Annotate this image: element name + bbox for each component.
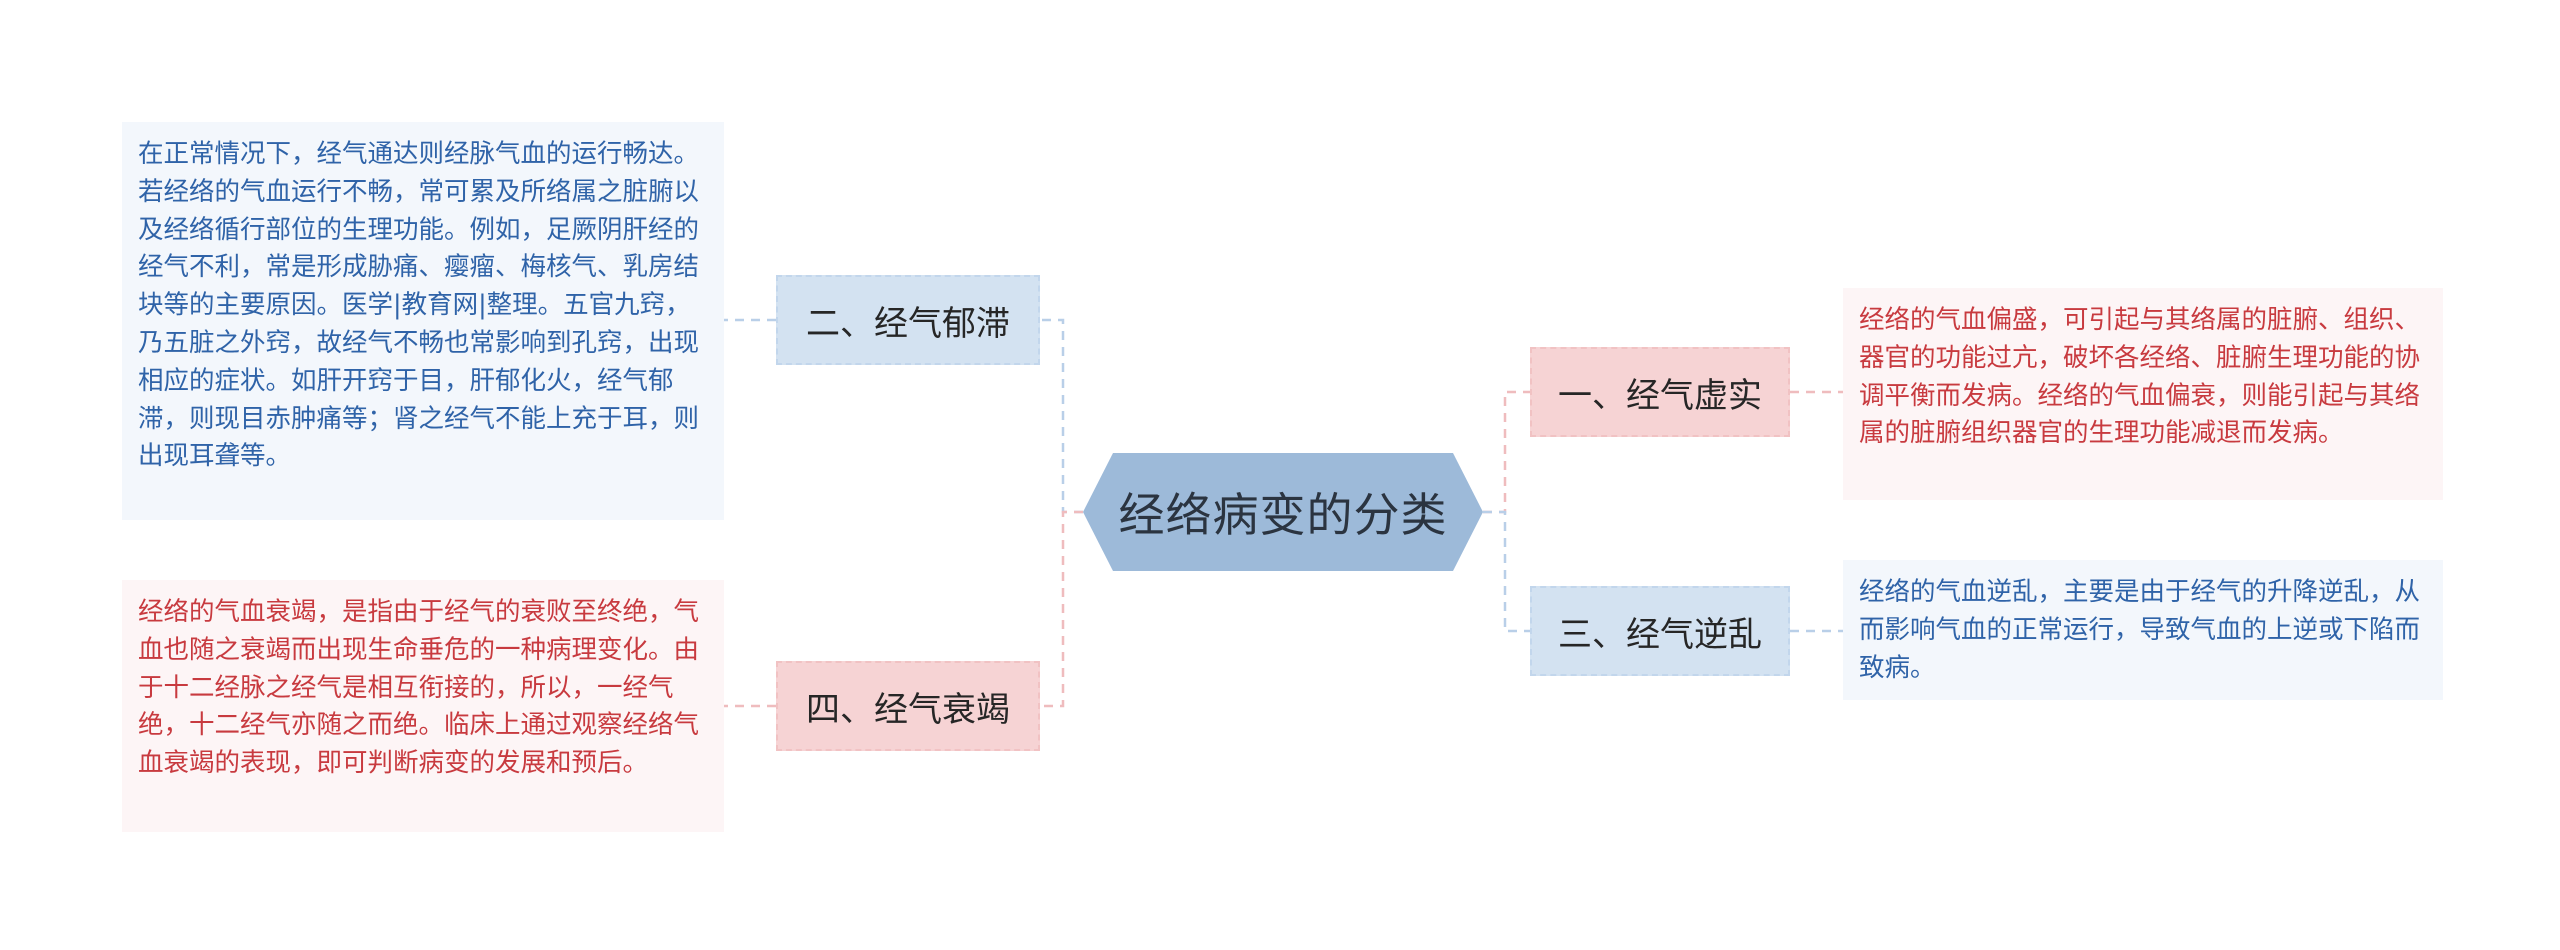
note-qi-excess-deficiency: 经络的气血偏盛，可引起与其络属的脏腑、组织、器官的功能过亢，破坏各经络、脏腑生理…: [1843, 288, 2443, 500]
central-topic[interactable]: 经络病变的分类: [1083, 453, 1483, 571]
branch-qi-excess-deficiency[interactable]: 一、经气虚实: [1530, 347, 1790, 437]
branch-qi-exhaustion[interactable]: 四、经气衰竭: [776, 661, 1040, 751]
note-qi-disorder: 经络的气血逆乱，主要是由于经气的升降逆乱，从而影响气血的正常运行，导致气血的上逆…: [1843, 560, 2443, 700]
note-qi-stagnation: 在正常情况下，经气通达则经脉气血的运行畅达。若经络的气血运行不畅，常可累及所络属…: [122, 122, 724, 520]
branch-qi-disorder[interactable]: 三、经气逆乱: [1530, 586, 1790, 676]
note-qi-exhaustion: 经络的气血衰竭，是指由于经气的衰败至终绝，气血也随之衰竭而出现生命垂危的一种病理…: [122, 580, 724, 832]
connector-center-b4: [1040, 510, 1083, 708]
connector-center-b1: [1483, 390, 1530, 514]
connector-center-b3: [1483, 510, 1530, 633]
branch-qi-stagnation[interactable]: 二、经气郁滞: [776, 275, 1040, 365]
connector-center-b2: [1040, 318, 1083, 514]
